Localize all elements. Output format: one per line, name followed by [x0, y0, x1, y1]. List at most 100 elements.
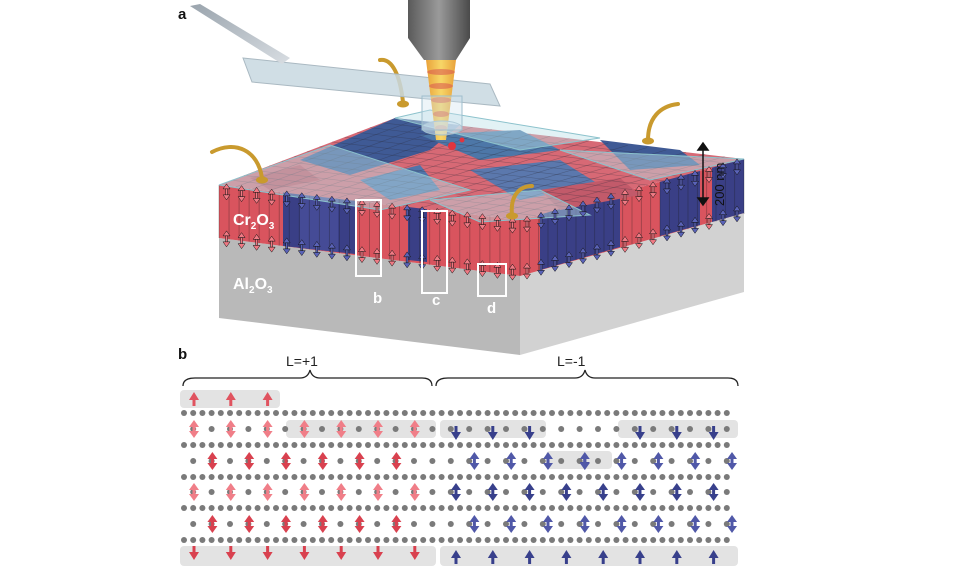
- atom-dot: [696, 474, 703, 480]
- spin-arrow: [373, 200, 382, 218]
- atom-dot: [181, 537, 187, 543]
- atom-dot: [383, 442, 390, 448]
- atom-dot: [475, 410, 482, 416]
- atom-dot: [411, 474, 417, 480]
- atom-dot: [668, 474, 675, 480]
- atom-dot: [613, 505, 620, 511]
- spin-arrow: [297, 239, 306, 257]
- spin-arrow: [433, 254, 442, 272]
- atom-dot: [723, 489, 730, 495]
- spin-arrow: [524, 550, 535, 564]
- spin-arrow: [508, 216, 517, 234]
- atom-dot: [585, 474, 592, 480]
- atom-dot: [190, 521, 197, 527]
- atom-dot: [668, 537, 675, 543]
- mesh-line: [352, 135, 551, 201]
- atom-dot: [337, 474, 344, 480]
- atom-dot: [576, 426, 583, 432]
- atom-dot: [217, 537, 224, 543]
- substrate-label: Al2O3: [233, 276, 273, 297]
- atom-dot: [687, 458, 693, 464]
- atom-dot: [355, 474, 362, 480]
- atom-dot: [447, 442, 454, 448]
- atom-dot: [641, 505, 647, 511]
- atom-dot: [595, 458, 601, 464]
- atom-dot: [429, 505, 436, 511]
- atom-dot: [300, 537, 307, 543]
- atom-dot: [512, 505, 519, 511]
- spin-pair: [391, 452, 402, 470]
- mesh-line: [319, 146, 649, 186]
- atom-dot: [466, 474, 473, 480]
- atom-dot: [309, 474, 316, 480]
- mesh-line: [486, 154, 706, 217]
- atom-dot: [613, 489, 620, 495]
- spin-arrow: [478, 213, 487, 231]
- atom-dot: [650, 505, 657, 511]
- atom-dot: [291, 474, 298, 480]
- atom-dot: [383, 537, 390, 543]
- atom-dot: [392, 474, 399, 480]
- film-label: Cr2O3: [233, 212, 275, 233]
- spin-arrow: [282, 190, 291, 208]
- brace-label-right: L=-1: [557, 353, 586, 369]
- atom-dot: [217, 410, 224, 416]
- spin-pair: [409, 420, 420, 438]
- atom-dot: [282, 474, 289, 480]
- atom-dot: [493, 474, 500, 480]
- spin-arrow: [537, 258, 545, 276]
- atom-dot: [273, 505, 279, 511]
- atom-dot: [420, 442, 427, 448]
- atom-dot: [705, 410, 712, 416]
- spin-pair: [653, 452, 664, 470]
- atom-dot: [493, 505, 500, 511]
- spin-pair: [354, 515, 365, 533]
- atom-dot: [650, 489, 657, 495]
- atom-dot: [466, 458, 473, 464]
- atom-dot: [558, 537, 565, 543]
- atom-dot: [190, 505, 197, 511]
- atom-dot: [576, 537, 583, 543]
- atom-dot: [595, 410, 601, 416]
- atom-dot: [595, 442, 601, 448]
- atom-dot: [181, 442, 187, 448]
- atom-dot: [558, 521, 565, 527]
- atom-dot: [447, 426, 454, 432]
- spin-arrow: [635, 550, 645, 564]
- atom-dot: [549, 442, 555, 448]
- atom-dot: [401, 410, 408, 416]
- atom-dot: [199, 410, 206, 416]
- atom-dot: [687, 442, 693, 448]
- atom-dot: [576, 505, 583, 511]
- atom-dot: [585, 442, 592, 448]
- atom-dot: [273, 537, 279, 543]
- atom-dot: [549, 505, 555, 511]
- spin-arrow: [635, 185, 643, 203]
- spin-pair: [281, 515, 291, 533]
- atom-dot: [613, 442, 620, 448]
- atom-dot: [512, 410, 519, 416]
- spin-arrow: [565, 204, 573, 222]
- box-b: [355, 199, 382, 277]
- atom-dot: [484, 474, 491, 480]
- spin-arrow: [487, 550, 498, 564]
- spin-pair: [189, 420, 199, 438]
- atom-dot: [604, 410, 611, 416]
- atom-dot: [567, 505, 574, 511]
- atom-dot: [484, 489, 491, 495]
- atom-dot: [503, 474, 509, 480]
- mesh-line: [294, 155, 617, 195]
- beam-ring: [429, 83, 453, 89]
- spin-arrow: [649, 181, 657, 199]
- atom-dot: [521, 442, 528, 448]
- spin-pair: [616, 452, 627, 470]
- atom-dot: [493, 442, 500, 448]
- spin-pair: [671, 483, 682, 501]
- atom-dot: [291, 505, 298, 511]
- atom-dot: [374, 442, 381, 448]
- mesh-line: [436, 147, 648, 211]
- atom-dot: [668, 505, 675, 511]
- atom-dot: [411, 410, 417, 416]
- atom-dot: [383, 474, 390, 480]
- box-label-d: d: [487, 300, 497, 317]
